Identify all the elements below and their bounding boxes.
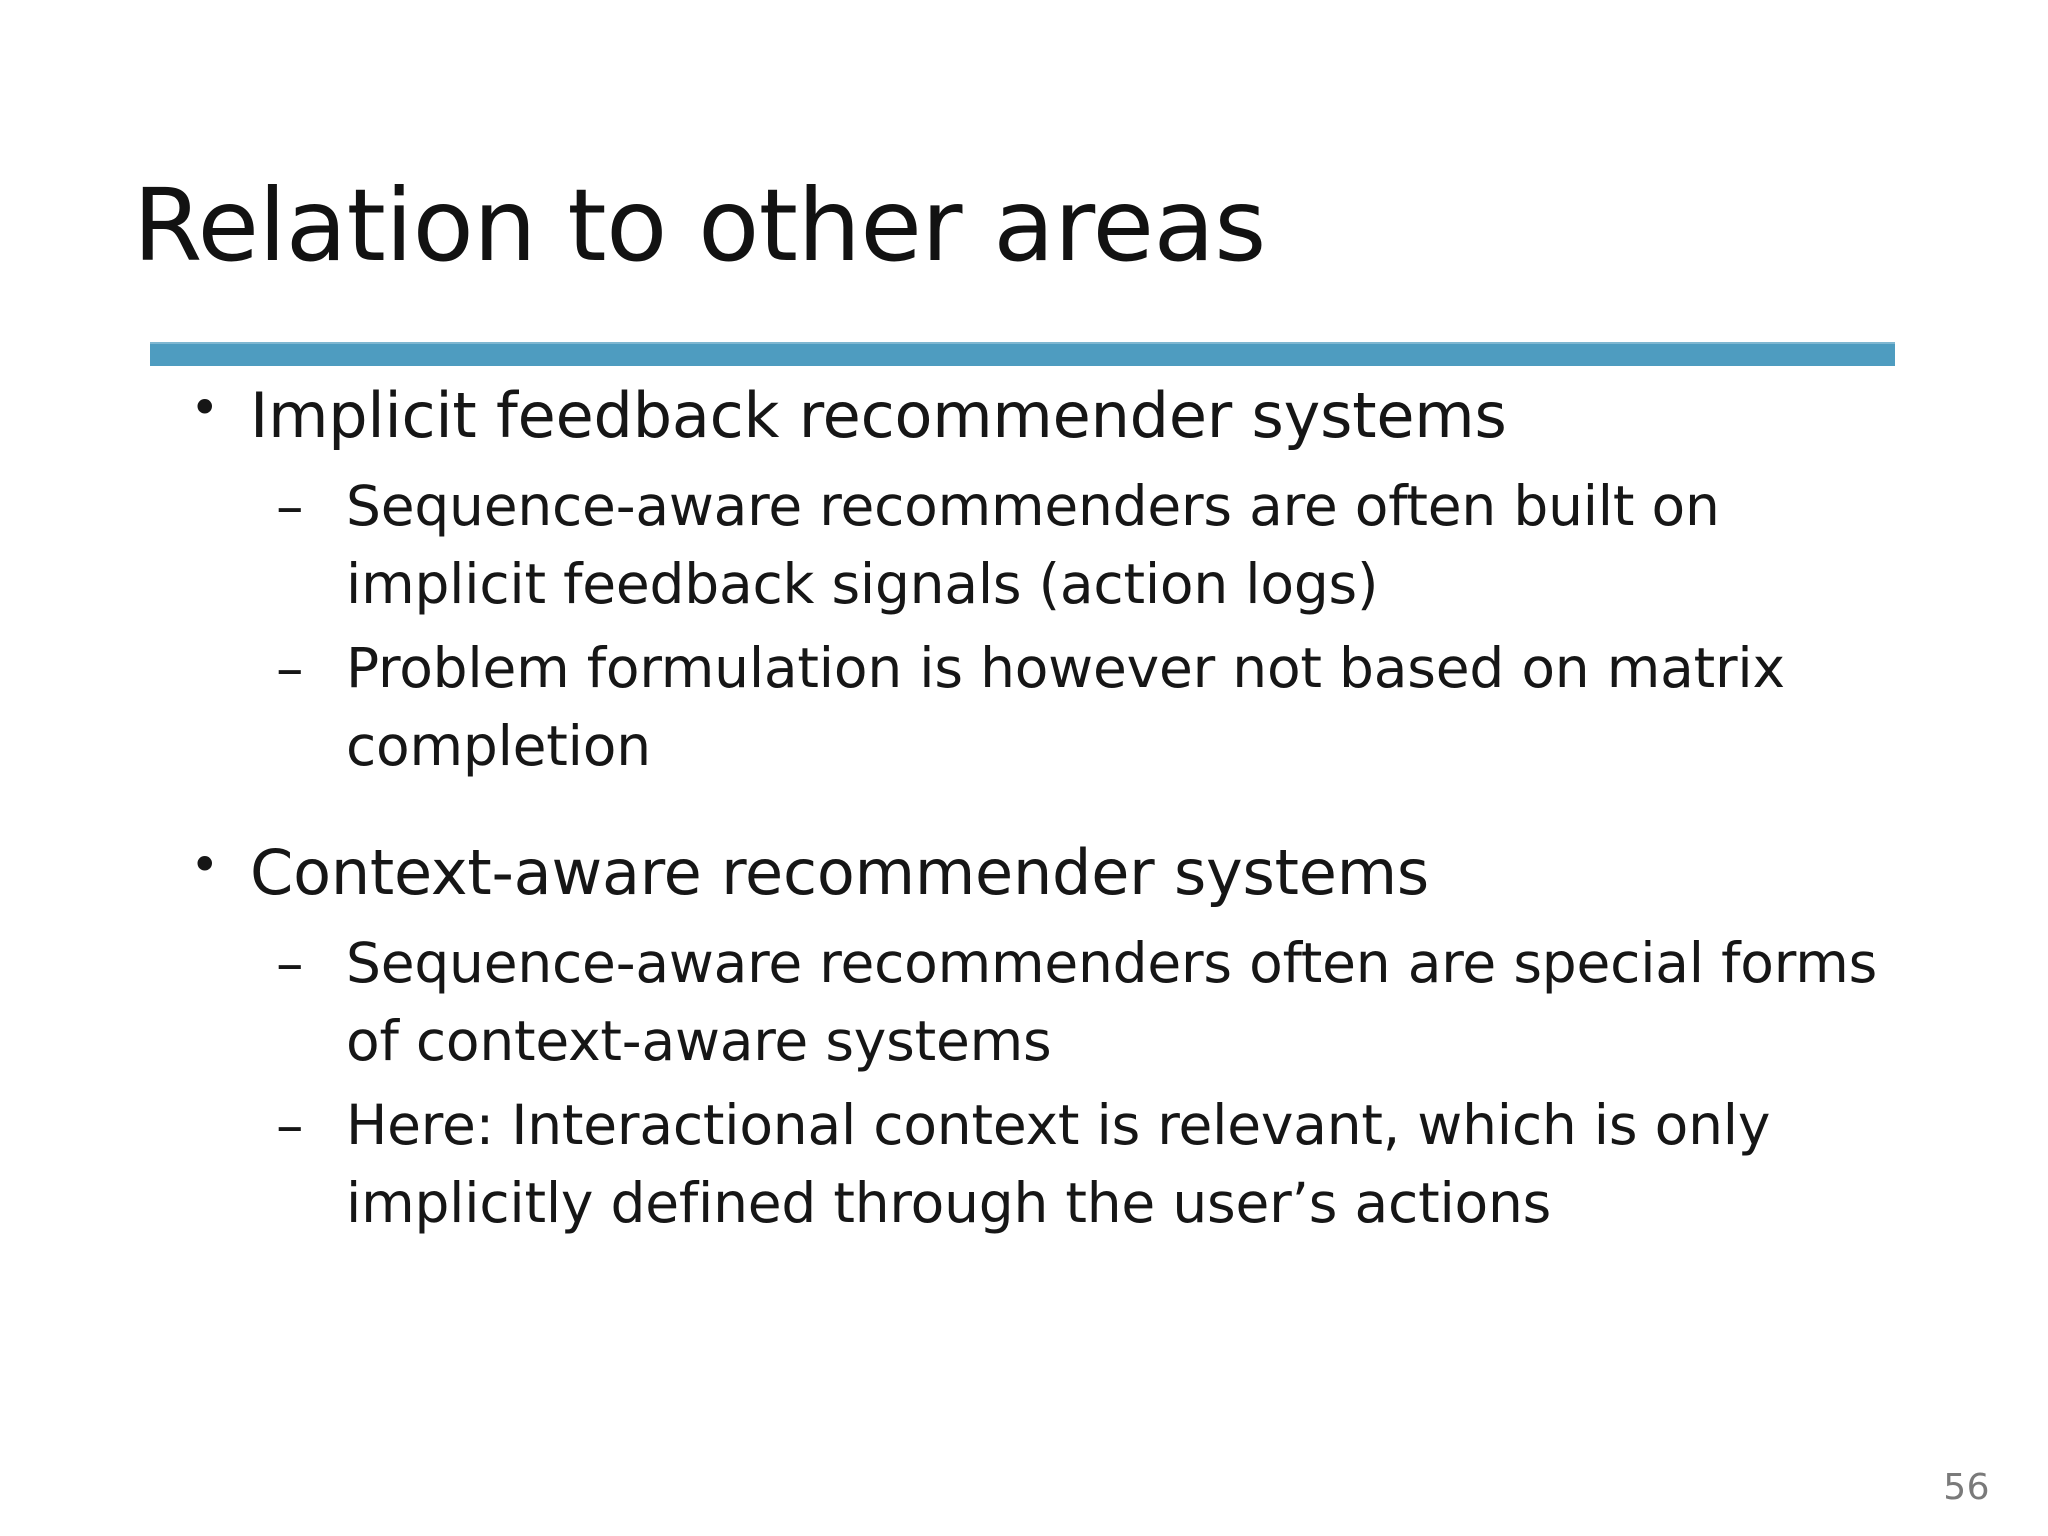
bullet-group: • Implicit feedback recommender systems …: [150, 376, 1920, 785]
dash-bullet-icon: –: [276, 473, 304, 538]
bullet-text: Implicit feedback recommender systems: [250, 379, 1507, 452]
bullet-dot-icon: •: [190, 835, 220, 894]
bullet-item-level2: – Sequence-aware recommenders often are …: [150, 924, 1920, 1080]
bullet-text: Context-aware recommender systems: [250, 835, 1429, 909]
group-spacer: [150, 807, 1920, 833]
sub-bullet-text: Sequence-aware recommenders often are sp…: [346, 930, 1878, 1073]
page-number: 56: [1943, 1467, 1990, 1508]
slide-body: • Implicit feedback recommender systems …: [150, 376, 1920, 1248]
dash-bullet-icon: –: [276, 635, 304, 700]
bullet-item-level2: – Sequence-aware recommenders are often …: [150, 467, 1920, 623]
bullet-item-level2: – Here: Interactional context is relevan…: [150, 1086, 1920, 1242]
bullet-group: • Context-aware recommender systems – Se…: [150, 833, 1920, 1242]
bullet-item-level1: • Context-aware recommender systems: [150, 833, 1920, 914]
dash-bullet-icon: –: [276, 930, 304, 995]
bullet-item-level2: – Problem formulation is however not bas…: [150, 629, 1920, 785]
sub-bullet-text: Sequence-aware recommenders are often bu…: [346, 473, 1720, 616]
dash-bullet-icon: –: [276, 1092, 304, 1157]
title-accent-divider: [150, 342, 1895, 366]
bullet-item-level1: • Implicit feedback recommender systems: [150, 376, 1920, 457]
sub-bullet-text: Problem formulation is however not based…: [346, 635, 1785, 778]
sub-bullet-text: Here: Interactional context is relevant,…: [346, 1092, 1771, 1235]
bullet-dot-icon: •: [190, 379, 220, 437]
page-title: Relation to other areas: [133, 167, 1266, 284]
